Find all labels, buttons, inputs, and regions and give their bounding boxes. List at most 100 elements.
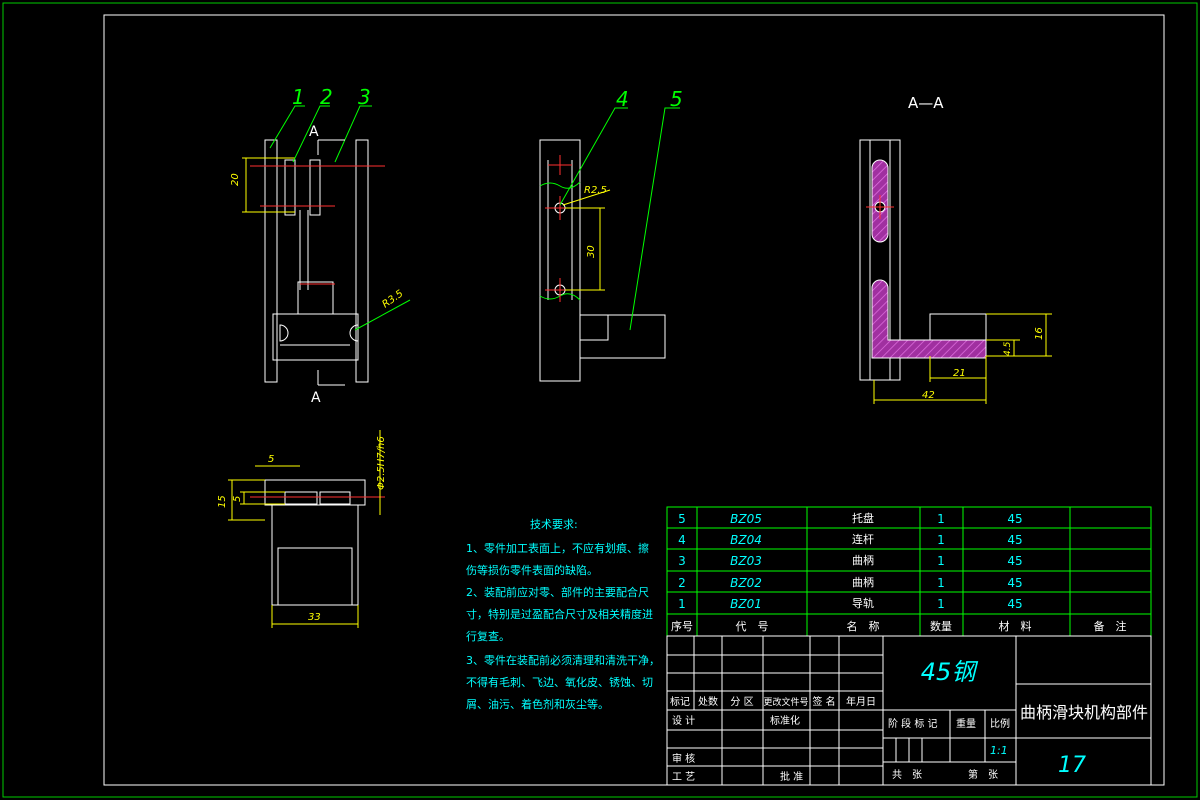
- bom-name: 曲柄: [852, 576, 874, 589]
- section-thickness: 4.5: [1003, 341, 1013, 356]
- bom-header-material: 材 料: [999, 619, 1032, 633]
- bom-qty: 1: [937, 576, 945, 590]
- bom-no: 3: [678, 554, 686, 568]
- bom-code: BZ05: [730, 512, 762, 526]
- top-height-dim: 15: [217, 495, 228, 508]
- section-marks: [317, 139, 345, 386]
- top-view-dims: [228, 430, 381, 628]
- title-labels: 设 计 标准化 阶 段 标 记 重量 比例 1:1 审 核 工 艺 批 准 共 …: [672, 714, 1010, 783]
- bom-no: 5: [678, 512, 686, 526]
- bom-code: BZ02: [730, 576, 762, 590]
- bom-qty: 1: [937, 554, 945, 568]
- front-view: [264, 139, 369, 383]
- stage-label: 阶 段 标 记: [888, 717, 938, 730]
- bom-material: 45: [1007, 597, 1022, 611]
- bom-row: 1 BZ01 导轨 1 45: [678, 596, 1022, 611]
- bom-row: 2 BZ02 曲柄 1 45: [678, 576, 1022, 590]
- note-line: 屑、油污、着色剂和灰尘等。: [466, 697, 609, 711]
- side-view-centerlines: [545, 155, 575, 302]
- title-drawing-no: 17: [1058, 753, 1086, 778]
- front-view-centerlines: [250, 165, 385, 285]
- bom-header-qty: 数量: [930, 620, 952, 633]
- bom-material: 45: [1007, 533, 1022, 547]
- bom-qty: 1: [937, 533, 945, 547]
- part-label-3: 3: [358, 85, 371, 109]
- side-height-dim: 30: [586, 245, 597, 258]
- section-hatch-lower: [871, 279, 987, 359]
- bom-name: 连杆: [852, 532, 874, 546]
- note-line: 不得有毛刺、飞边、氧化皮、锈蚀、切: [466, 675, 653, 689]
- section-dims: [873, 313, 1052, 404]
- bom-grid: [666, 506, 1152, 637]
- part-label-5: 5: [670, 87, 683, 111]
- bom-header-code: 代 号: [736, 620, 769, 633]
- standard-label: 标准化: [770, 714, 800, 727]
- bom-no: 2: [678, 576, 686, 590]
- top-fit-dim: Φ2.5H7/h6: [376, 436, 387, 490]
- note-line: 伤等损伤零件表面的缺陷。: [466, 563, 598, 577]
- bom-header: 序号 代 号 名 称 数量 材 料 备 注: [671, 619, 1127, 633]
- part-label-2: 2: [320, 85, 333, 109]
- rev-header: 处数: [698, 695, 718, 708]
- bom-row: 4 BZ04 连杆 1 45: [678, 532, 1022, 547]
- bom-qty: 1: [937, 597, 945, 611]
- bom-qty: 1: [937, 512, 945, 526]
- bom-material: 45: [1007, 512, 1022, 526]
- section-height: 16: [1034, 327, 1045, 340]
- note-line: 1、零件加工表面上，不应有划痕、擦: [466, 541, 649, 555]
- rev-header: 签 名: [812, 695, 835, 708]
- bom-rows: 5 BZ05 托盘 1 45 4 BZ04 连杆 1 45 3 BZ03 曲柄 …: [671, 511, 1127, 633]
- title-rev-headers: 标记 处数 分 区 更改文件号 签 名 年月日: [670, 695, 876, 708]
- part-label-4: 4: [616, 87, 629, 111]
- scale-label: 比例: [990, 717, 1010, 730]
- note-line: 3、零件在装配前必须清理和清洗干净，: [466, 653, 660, 667]
- bom-no: 4: [678, 533, 686, 547]
- approve-label: 批 准: [780, 770, 803, 783]
- total-sheets-label: 共 张: [892, 769, 922, 781]
- section-title: A—A: [908, 94, 944, 112]
- section-centerlines: [866, 195, 894, 219]
- design-label: 设 计: [672, 714, 695, 727]
- bom-code: BZ01: [730, 597, 762, 611]
- section-width-inner: 21: [953, 368, 966, 379]
- bom-no: 1: [678, 597, 686, 611]
- review-label: 审 核: [672, 752, 695, 765]
- section-width-total: 42: [922, 390, 935, 401]
- bom-material: 45: [1007, 554, 1022, 568]
- part-leaders-side: [559, 107, 680, 331]
- bom-header-no: 序号: [671, 619, 693, 633]
- top-width-dim: 33: [308, 612, 321, 623]
- section-mark-top: A: [309, 124, 319, 140]
- bom-header-remark: 备 注: [1094, 619, 1127, 633]
- title-block-grid: [666, 635, 1152, 786]
- bom-name: 导轨: [852, 596, 874, 610]
- part-leaders-front: [269, 105, 372, 163]
- bom-header-name: 名 称: [847, 619, 880, 633]
- bom-code: BZ04: [730, 533, 762, 547]
- bom-name: 托盘: [852, 511, 874, 525]
- sheet-no-label: 第 张: [968, 768, 998, 781]
- front-height-dim: 20: [230, 173, 241, 186]
- notes-body: 1、零件加工表面上，不应有划痕、擦 伤等损伤零件表面的缺陷。 2、装配前应对零、…: [466, 541, 660, 711]
- rev-header: 更改文件号: [763, 696, 808, 708]
- bom-material: 45: [1007, 576, 1022, 590]
- note-line: 寸，特别是过盈配合尺寸及相关精度进: [466, 607, 653, 621]
- rev-header: 年月日: [846, 695, 876, 708]
- side-view: [539, 139, 666, 382]
- rev-header: 标记: [670, 696, 690, 708]
- section-mark-bottom: A: [311, 390, 321, 406]
- title-drawing-name: 曲柄滑块机构部件: [1020, 703, 1148, 722]
- part-label-1: 1: [292, 85, 305, 109]
- front-view-dims: [242, 157, 411, 331]
- top-view: [264, 479, 366, 606]
- top-offset-dim: 5: [232, 496, 243, 502]
- side-view-dims: [562, 189, 611, 291]
- process-label: 工 艺: [672, 771, 695, 783]
- bom-row: 3 BZ03 曲柄 1 45: [678, 554, 1022, 568]
- weight-label: 重量: [956, 717, 976, 730]
- bom-row: 5 BZ05 托盘 1 45: [678, 511, 1022, 526]
- scale-value: 1:1: [990, 744, 1008, 757]
- bom-name: 曲柄: [852, 554, 874, 567]
